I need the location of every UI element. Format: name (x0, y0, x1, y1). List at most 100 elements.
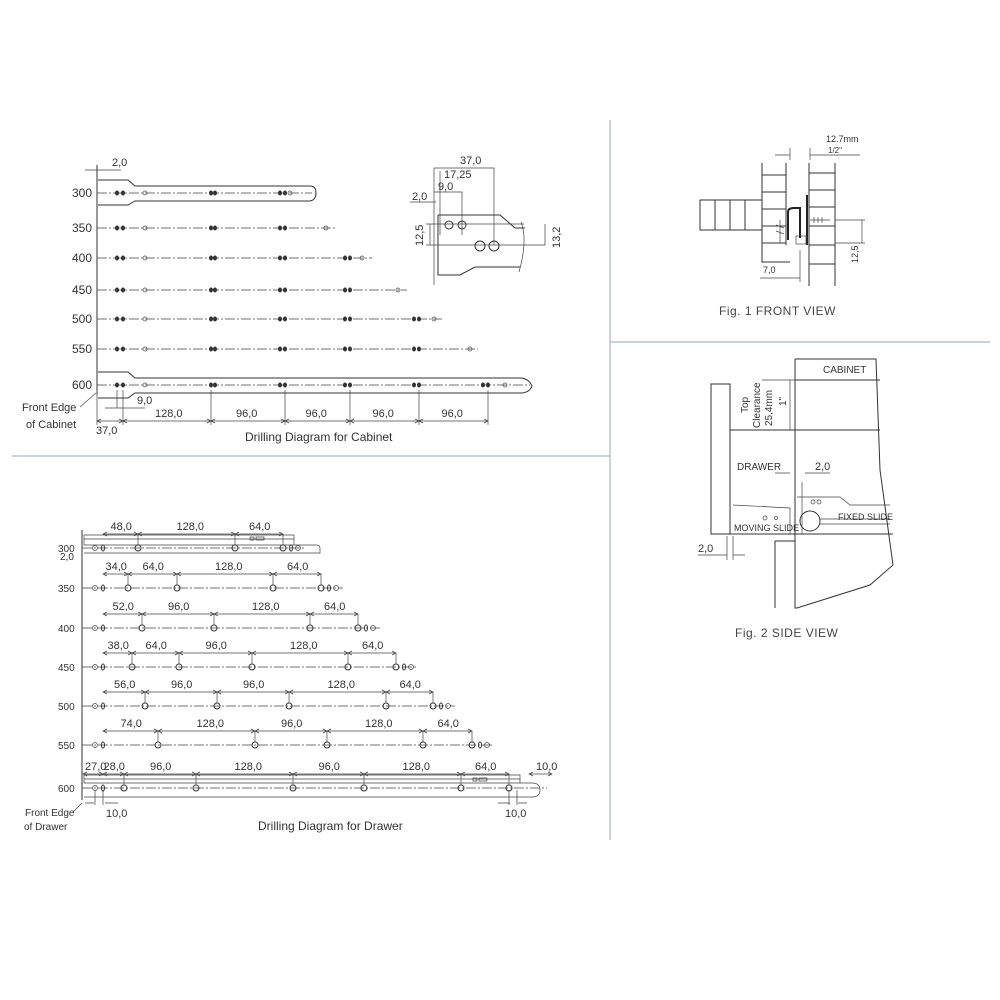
gap-inch-dim: 1/2" (828, 146, 842, 155)
mounting-hole (92, 742, 98, 748)
drawer-dim-label: 96,0 (168, 601, 189, 613)
dimension-arrows (418, 418, 489, 424)
mounting-hole (278, 287, 282, 293)
moving-slide-label: MOVING SLIDE (734, 523, 799, 533)
dimension-arrows (422, 728, 473, 734)
mounting-hole (209, 287, 213, 293)
gap-mm-dim: 12.7mm (826, 134, 859, 144)
mounting-hole (209, 346, 213, 352)
drawer-dim-label: 128,0 (328, 679, 356, 691)
mounting-hole (295, 545, 301, 551)
mounting-hole (101, 624, 105, 632)
mounting-hole (348, 382, 352, 388)
mounting-hole (101, 584, 105, 592)
mounting-hole (343, 287, 347, 293)
mounting-hole (115, 225, 119, 231)
mounting-hole (439, 702, 443, 710)
hole (474, 240, 486, 252)
drawer-dim-label: 27,0 (85, 761, 106, 773)
mounting-hole (209, 382, 213, 388)
drawer-dim-label: 96,0 (319, 761, 340, 773)
drawer-dim-label: 64,0 (287, 561, 308, 573)
drawer-dim-label: 64,0 (438, 718, 459, 730)
drawer-dim-label: 64,0 (249, 521, 270, 533)
front-view-dimension-lines (760, 148, 865, 282)
cabinet-dim-label: 96,0 (373, 408, 394, 420)
cabinet-dim-extension-lines (96, 390, 489, 425)
front-edge-leader (79, 392, 97, 408)
mounting-hole (209, 316, 213, 322)
cabinet-row-label: 450 (72, 283, 92, 297)
mounting-hole (92, 545, 98, 551)
hole (457, 220, 467, 230)
mounting-hole (278, 255, 282, 261)
mounting-hole (445, 703, 451, 709)
mounting-hole (142, 346, 148, 352)
drawer-dim-label: 128,0 (215, 561, 243, 573)
hole (444, 220, 454, 230)
mounting-hole (101, 663, 105, 671)
mounting-hole (101, 784, 105, 792)
cabinet-row-label: 400 (72, 251, 92, 265)
drawer-dim-label: 96,0 (281, 718, 302, 730)
dimension-arrows (347, 650, 397, 656)
cabinet-drilling-diagram: Drilling Diagram for Cabinet Front Edge … (22, 157, 533, 444)
cabinet-row-label: 550 (72, 342, 92, 356)
mounting-hole (348, 255, 352, 261)
mounting-hole (278, 190, 282, 196)
cabinet-row-label: 350 (72, 221, 92, 235)
clearance-inch-label: 1" (778, 396, 789, 406)
mounting-hole (412, 346, 416, 352)
drawer-dim-label: 64,0 (143, 561, 164, 573)
mounting-hole (121, 225, 125, 231)
side-view-figure: CABINET Top Clearance 25,4mm 1" DRAWER 2… (698, 358, 894, 640)
cabinet-dim-label: 96,0 (306, 408, 327, 420)
front-edge-label-2: of Cabinet (26, 419, 76, 431)
front-view-caption: Fig. 1 FRONT VIEW (719, 304, 836, 318)
mounting-hole (323, 225, 329, 231)
mounting-hole (121, 316, 125, 322)
mounting-hole (417, 346, 421, 352)
front-edge-drawer-leader (72, 802, 83, 813)
drawer-slide-600 (83, 774, 541, 798)
cabinet-dim-label: 96,0 (442, 408, 463, 420)
mounting-hole (348, 346, 352, 352)
mounting-hole (92, 664, 98, 670)
dimension-arrows (96, 418, 124, 424)
mounting-hole (92, 785, 98, 791)
slide-roller (795, 235, 807, 245)
bracket-break-line (518, 221, 525, 273)
drawer-label: DRAWER (737, 462, 781, 473)
mounting-hole (121, 346, 125, 352)
mounting-hole (343, 382, 347, 388)
mounting-hole (142, 255, 148, 261)
mounting-hole (283, 316, 287, 322)
drawer-dim-label: 96,0 (206, 640, 227, 652)
mounting-hole (395, 287, 401, 293)
mounting-hole (278, 382, 282, 388)
drawer-row-label: 450 (58, 663, 75, 674)
mounting-hole (327, 584, 331, 592)
mounting-hole (481, 382, 485, 388)
drawer-dim-label: 128,0 (290, 640, 318, 652)
cabinet-dim-label: 9,0 (137, 395, 152, 407)
hole (774, 516, 778, 520)
mounting-hole (142, 316, 148, 322)
front-edge-drawer-label-2: of Drawer (24, 822, 68, 833)
cabinet-slide-300 (98, 179, 317, 206)
cabinet-label: CABINET (823, 365, 866, 376)
detail-right-height-dim: 13,2 (551, 227, 563, 248)
drawer-dim-label: 64,0 (146, 640, 167, 652)
front-view-figure: 12.7mm 1/2" 7,0 12,5 Fig. 1 FRONT VIEW (699, 134, 865, 318)
mounting-hole (209, 190, 213, 196)
bottom-left-dim: 10,0 (106, 808, 127, 820)
cabinet-row-label: 600 (72, 378, 92, 392)
cabinet-outline (730, 358, 894, 609)
mounting-hole (101, 702, 105, 710)
hole (488, 240, 500, 252)
drawer-dim-label: 52,0 (113, 601, 134, 613)
drawer-dim-label: 64,0 (324, 601, 345, 613)
hole (816, 499, 822, 505)
mounting-hole (92, 585, 98, 591)
